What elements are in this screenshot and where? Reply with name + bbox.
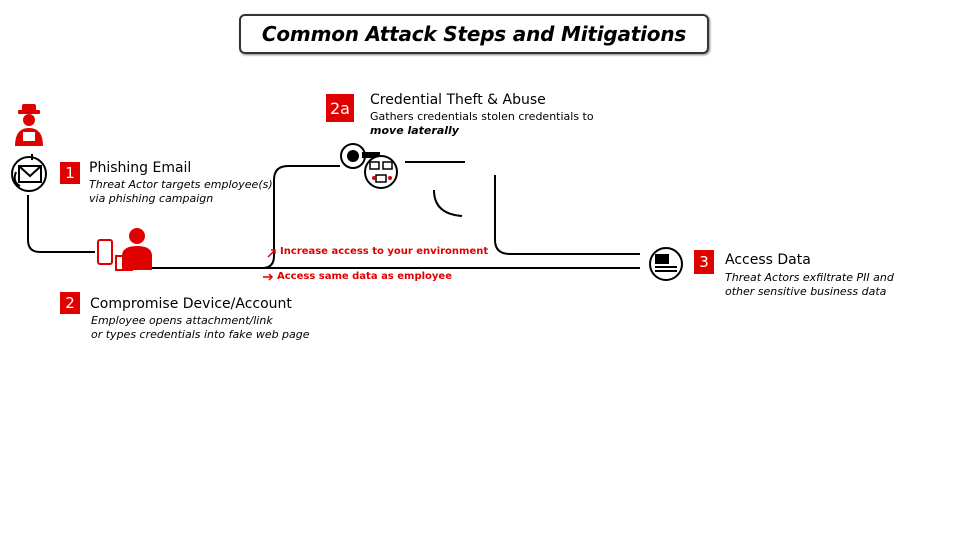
step-2-desc-line2: or types credentials into fake web page bbox=[91, 328, 310, 341]
same-data-label: Access same data as employee bbox=[277, 271, 452, 282]
step-2a-desc-line2: move laterally bbox=[370, 124, 459, 137]
step-2-badge: 2 bbox=[60, 292, 80, 314]
step-1-desc-line2: via phishing campaign bbox=[89, 192, 214, 205]
increase-arrow-icon bbox=[267, 249, 276, 258]
connector-to-credentials bbox=[235, 165, 340, 269]
employee-device-icon bbox=[97, 228, 152, 271]
connector-to-data bbox=[494, 175, 640, 255]
connector-corner bbox=[433, 189, 463, 217]
step-2a-title: Credential Theft & Abuse bbox=[370, 92, 546, 108]
step-1-desc-line1: Threat Actor targets employee(s) bbox=[89, 178, 273, 191]
same-arrow-icon bbox=[263, 273, 274, 281]
step-1-title: Phishing Email bbox=[89, 160, 192, 176]
increase-access-label: Increase access to your environment bbox=[280, 246, 489, 257]
step-2-desc-line1: Employee opens attachment/link bbox=[91, 314, 273, 327]
step-2a-desc-line1: Gathers credentials stolen credentials t… bbox=[370, 110, 594, 123]
phishing-email-icon bbox=[11, 154, 47, 192]
connector-email-to-employee bbox=[27, 195, 95, 253]
computers-icon bbox=[364, 155, 398, 189]
page-title: Common Attack Steps and Mitigations bbox=[261, 22, 687, 46]
step-1-badge: 1 bbox=[60, 162, 80, 184]
step-3-badge: 3 bbox=[694, 250, 714, 274]
title-box: Common Attack Steps and Mitigations bbox=[239, 14, 709, 54]
step-3-desc-line2: other sensitive business data bbox=[725, 285, 887, 298]
threat-actor-icon bbox=[15, 104, 43, 146]
data-icon bbox=[649, 247, 683, 281]
step-2a-badge: 2a bbox=[326, 94, 354, 122]
step-3-title: Access Data bbox=[725, 252, 811, 268]
step-3-desc-line1: Threat Actors exfiltrate PII and bbox=[725, 271, 894, 284]
step-2-title: Compromise Device/Account bbox=[90, 296, 292, 312]
